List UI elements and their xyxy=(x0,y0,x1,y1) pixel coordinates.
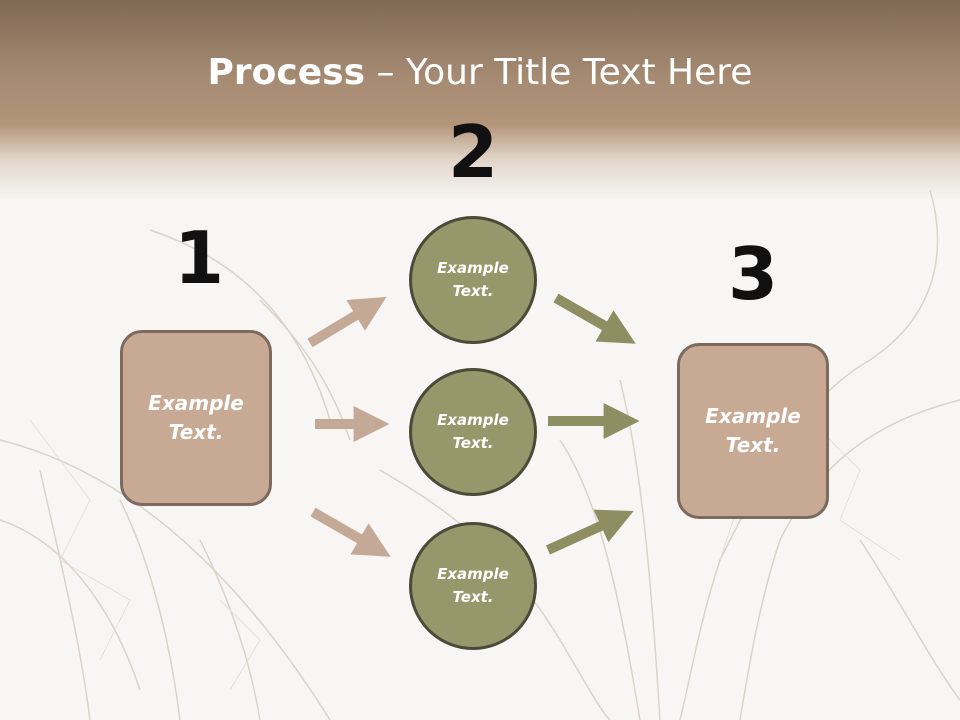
step-number-3: 3 xyxy=(727,232,779,316)
title-bold: Process xyxy=(207,52,366,93)
circle-top-line1: Example xyxy=(437,259,509,277)
circle-top-line2: Text. xyxy=(452,282,494,300)
slide-title: Process – Your Title Text Here xyxy=(0,52,960,93)
circle-middle-line1: Example xyxy=(437,411,509,429)
right-box-line1: Example xyxy=(705,404,801,428)
left-box-line1: Example xyxy=(148,391,244,415)
arrow-top-to-right xyxy=(553,293,636,344)
left-box-line2: Text. xyxy=(168,420,224,444)
step-number-1: 1 xyxy=(173,216,225,300)
arrow-left-to-bottom xyxy=(310,507,391,557)
title-rest: – Your Title Text Here xyxy=(365,52,753,93)
circle-bottom-line1: Example xyxy=(437,565,509,583)
circle-bottom-line2: Text. xyxy=(452,588,494,606)
arrow-bottom-to-right xyxy=(545,509,634,555)
arrow-left-to-top xyxy=(307,296,387,348)
step-number-2: 2 xyxy=(447,110,499,194)
title-banner xyxy=(0,0,960,200)
right-box-line2: Text. xyxy=(725,433,781,457)
circle-middle-line2: Text. xyxy=(452,434,494,452)
